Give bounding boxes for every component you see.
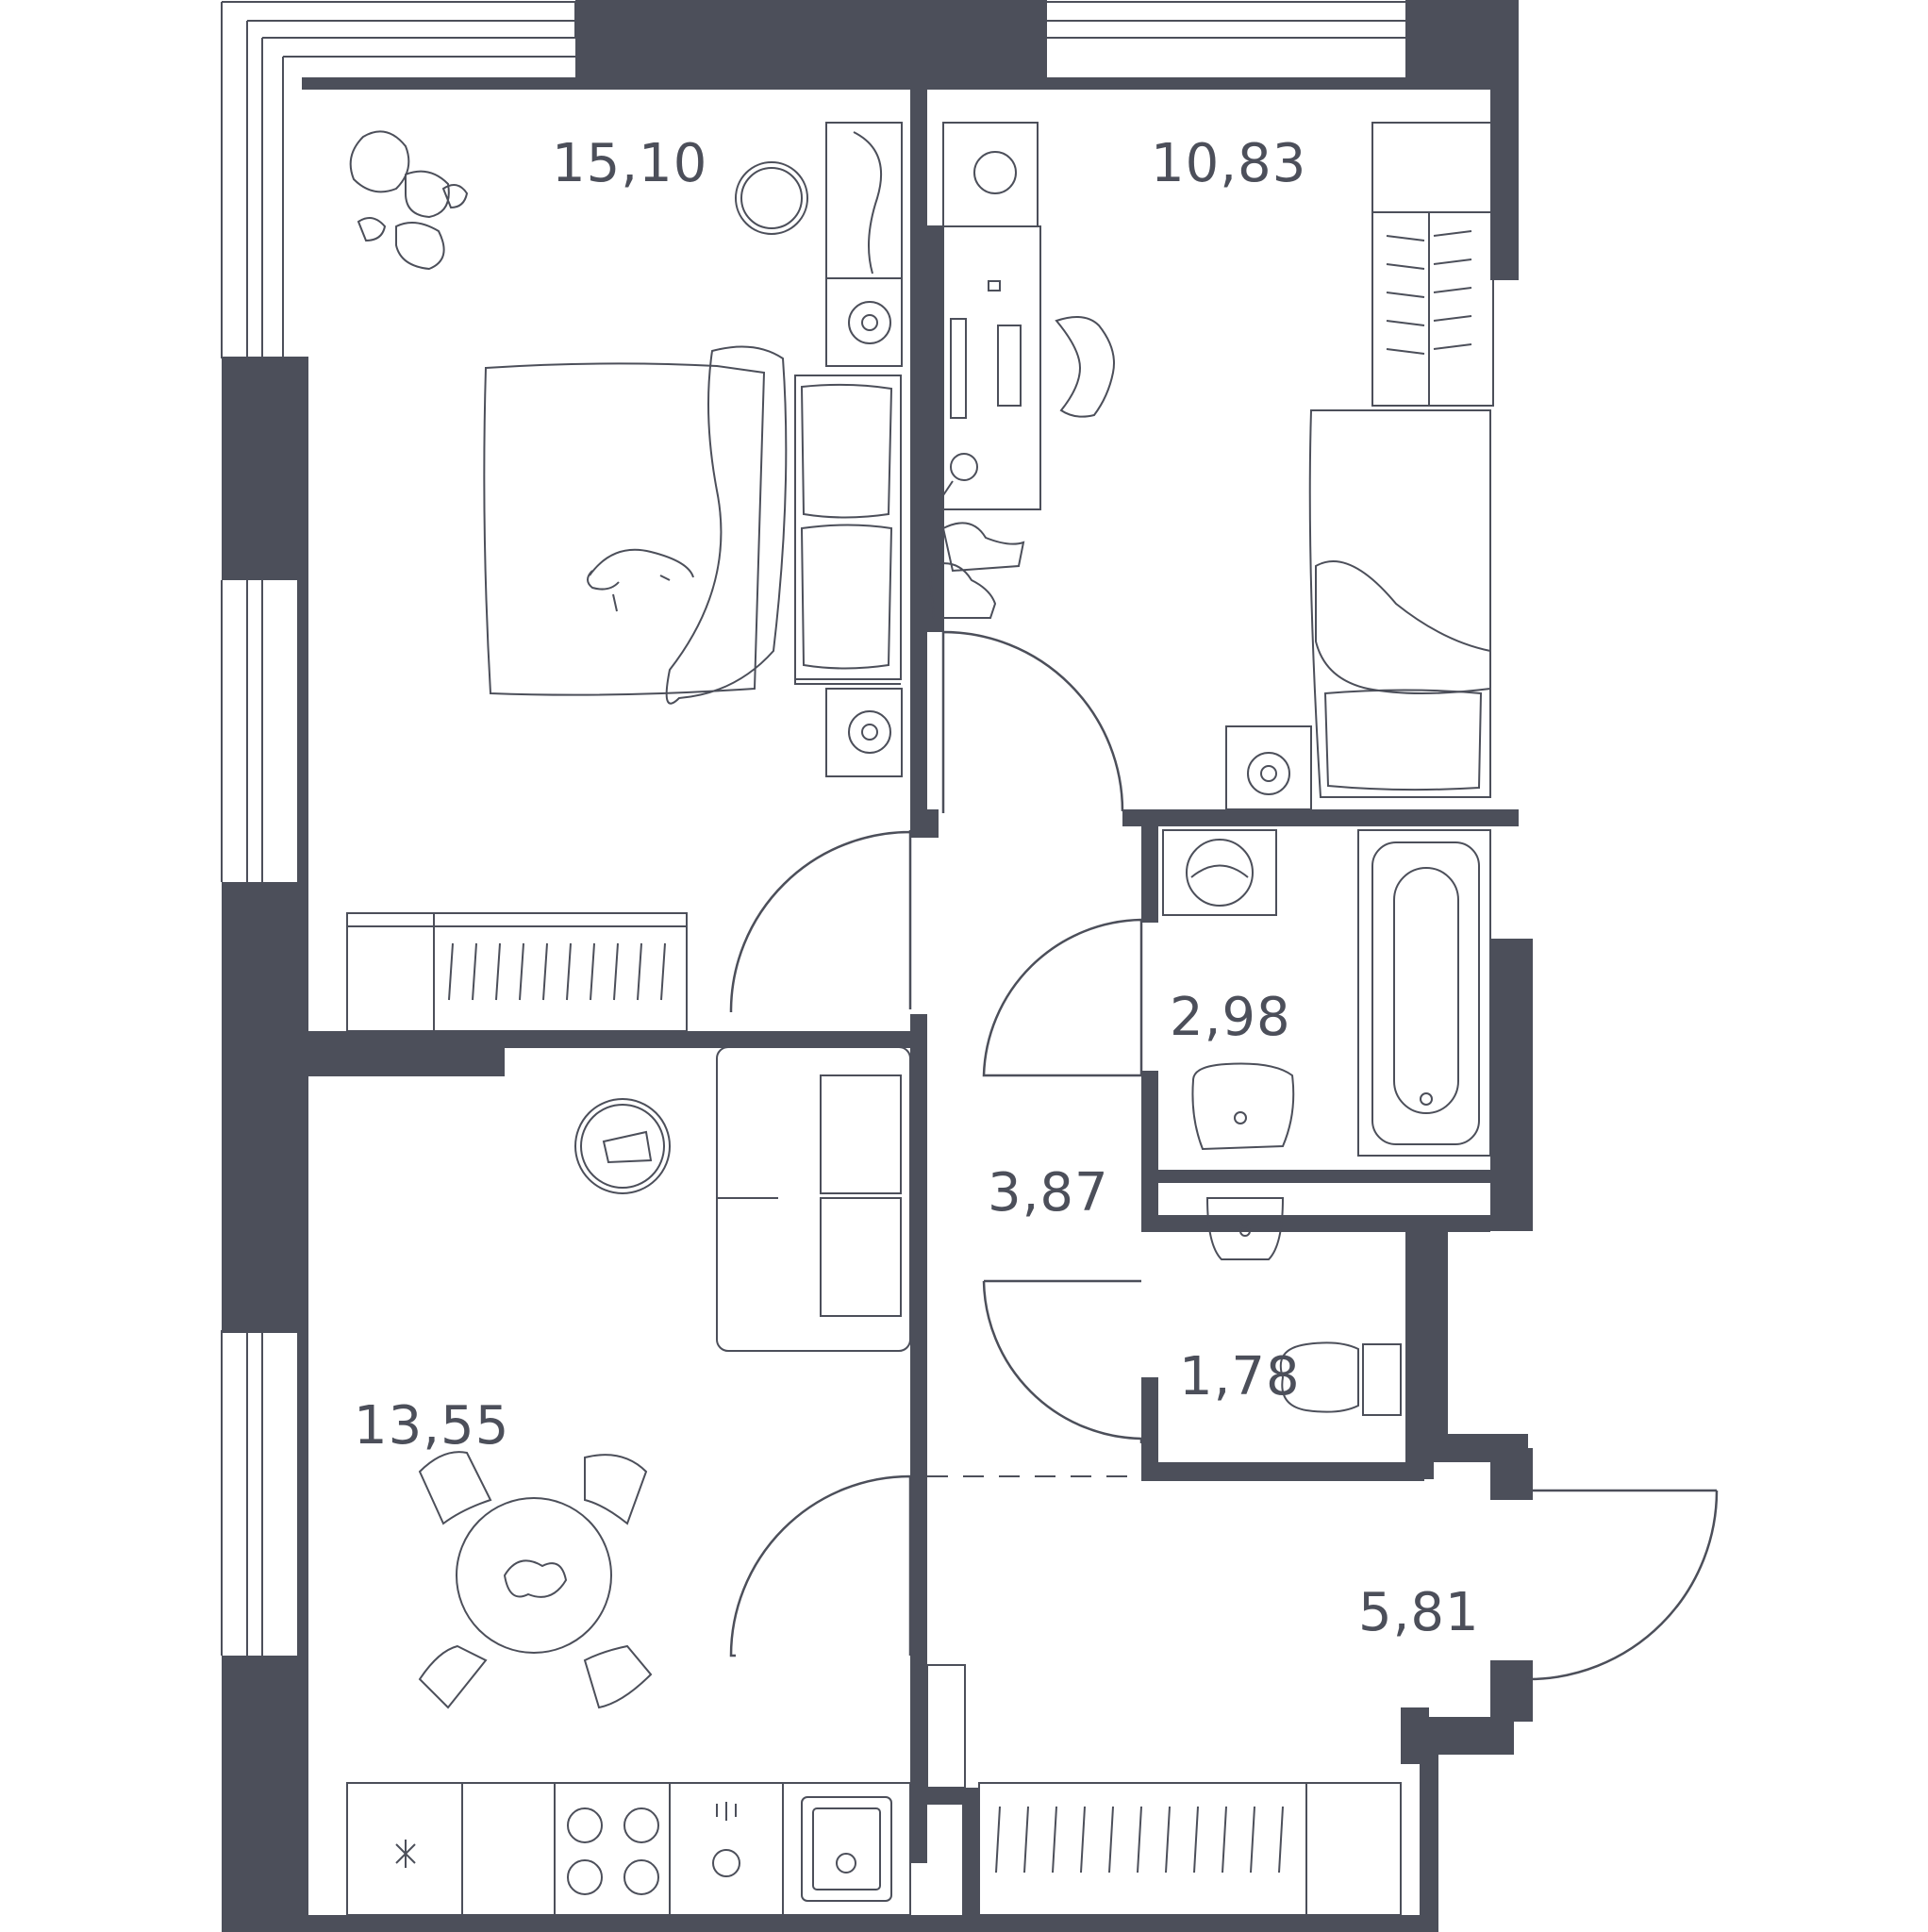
living-kitchen-furniture	[346, 1046, 911, 1916]
toilet-icon	[1279, 1341, 1359, 1413]
room-area-hall: 5,81	[1358, 1582, 1480, 1643]
kitchen-sink-icon	[801, 1796, 892, 1902]
entrance-door	[1526, 1489, 1719, 1684]
room-area-bedroom-second: 10,83	[1151, 133, 1306, 194]
living-door	[729, 1474, 912, 1657]
window-frames	[221, 1, 1405, 1656]
room-area-toilet: 1,78	[1179, 1346, 1301, 1407]
plant-icon	[349, 130, 469, 271]
hall-furniture	[926, 1664, 1402, 1916]
tap-icon	[712, 1849, 740, 1877]
hob-burner-4	[623, 1859, 659, 1895]
bedroom1-door	[729, 830, 912, 1012]
walls	[222, 0, 1533, 1932]
cat-icon	[587, 548, 694, 612]
sink-icon	[1191, 1062, 1295, 1151]
washing-machine-icon	[1186, 839, 1254, 907]
bathroom-door	[982, 918, 1143, 1077]
bedroom2-door	[941, 630, 1124, 813]
hob-burner-2	[623, 1807, 659, 1843]
bathroom-fixtures	[1162, 829, 1491, 1157]
room-area-bathroom: 2,98	[1170, 987, 1291, 1048]
doors	[729, 630, 1719, 1684]
room-area-living-kitchen: 13,55	[354, 1395, 509, 1457]
room-area-corridor: 3,87	[988, 1162, 1109, 1224]
area-labels: 15,10 10,83 2,98 3,87 1,78 13,55 5,81	[354, 133, 1480, 1643]
toilet-door	[982, 1279, 1143, 1443]
roller-skates-icon	[927, 522, 1025, 619]
hob-burner-1	[567, 1807, 603, 1843]
room-area-bedroom-main: 15,10	[552, 133, 707, 194]
star-icon	[395, 1840, 416, 1868]
small-sink-icon	[1205, 1197, 1285, 1260]
toilet-fixtures	[1205, 1197, 1402, 1416]
football-icon	[973, 151, 1017, 194]
bedroom-main-furniture	[346, 122, 903, 1032]
hob-burner-3	[567, 1859, 603, 1895]
bedroom-second-furniture	[926, 122, 1494, 810]
